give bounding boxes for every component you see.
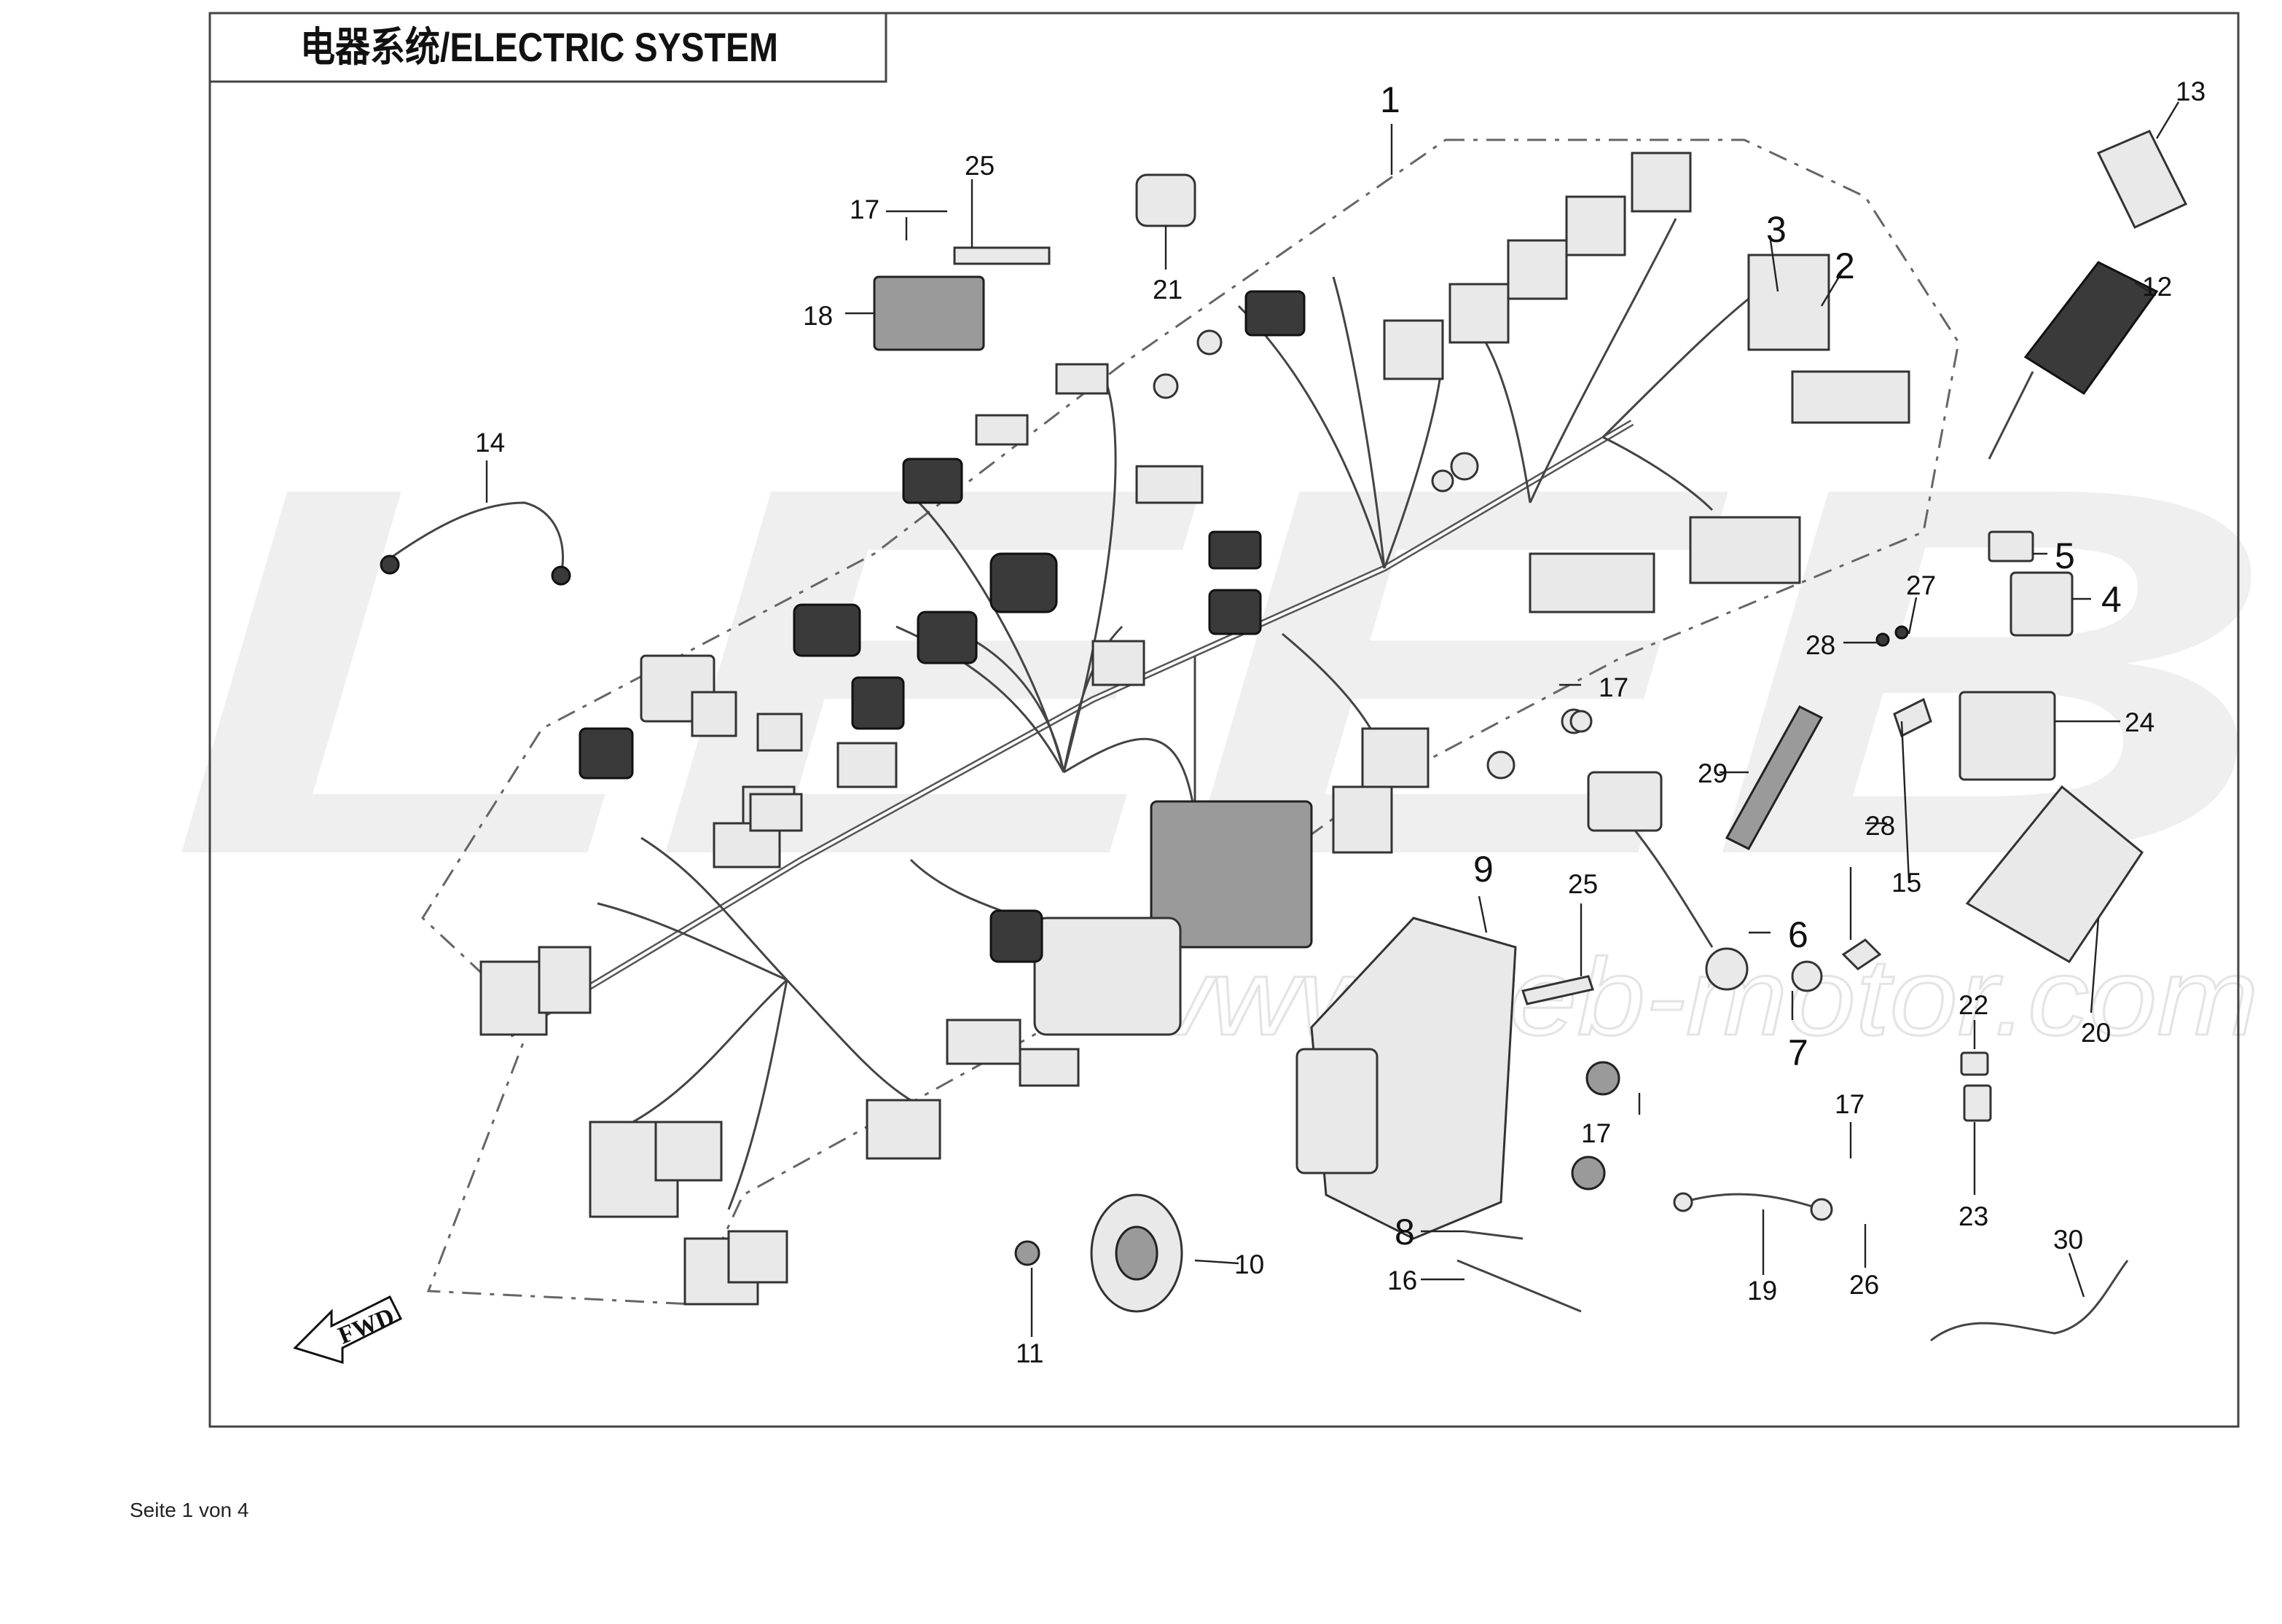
callout-8: 8	[1395, 1212, 1415, 1252]
callout-14: 14	[475, 428, 505, 458]
leader-lines	[485, 101, 2180, 1337]
callout-19: 19	[1747, 1276, 1777, 1306]
diagram-frame	[208, 12, 2240, 1428]
callout-18: 18	[803, 301, 833, 331]
harness-boundary	[421, 138, 1960, 1306]
page-footer: Seite 1 von 4	[130, 1499, 248, 1521]
callout-17b: 17	[1599, 672, 1628, 702]
callout-28a: 28	[1805, 630, 1835, 660]
callout-6: 6	[1788, 914, 1808, 955]
diagram-title: 电器系统/ELECTRIC SYSTEM	[300, 24, 778, 70]
callout-2: 2	[1835, 246, 1855, 286]
callout-23: 23	[1958, 1201, 1988, 1231]
callout-22: 22	[1958, 990, 1988, 1020]
forward-arrow: FWD	[293, 1295, 403, 1365]
callout-20: 20	[2081, 1018, 2111, 1048]
callout-17c: 17	[1835, 1089, 1865, 1119]
callout-26: 26	[1849, 1270, 1879, 1300]
callout-labels: 1 2 3 4 5 6 7 8 9 10 11 12 13 14 15 16 1…	[475, 77, 2205, 1368]
callout-12: 12	[2142, 272, 2172, 302]
callout-27: 27	[1906, 570, 1936, 600]
callout-11: 11	[1016, 1338, 1043, 1368]
callout-17d: 17	[1581, 1118, 1611, 1148]
callout-28b: 28	[1865, 811, 1895, 841]
callout-10: 10	[1234, 1250, 1264, 1279]
callout-4: 4	[2101, 579, 2122, 620]
title-box: 电器系统/ELECTRIC SYSTEM	[208, 12, 887, 83]
callout-21: 21	[1153, 275, 1183, 305]
callout-24: 24	[2125, 707, 2154, 737]
wire-harness	[508, 218, 1779, 1210]
callout-1: 1	[1380, 79, 1400, 120]
standalone-parts	[380, 130, 2188, 1342]
callout-13: 13	[2176, 77, 2205, 106]
callout-16: 16	[1387, 1266, 1417, 1295]
callout-17a: 17	[850, 195, 879, 224]
callout-25a: 25	[965, 151, 995, 181]
callout-30: 30	[2053, 1225, 2083, 1255]
callout-5: 5	[2055, 536, 2075, 576]
harness-connectors	[479, 152, 1910, 1306]
callout-3: 3	[1766, 209, 1787, 250]
callout-29: 29	[1698, 758, 1728, 788]
callout-25b: 25	[1568, 869, 1598, 899]
callout-7: 7	[1788, 1032, 1808, 1073]
callout-9: 9	[1473, 849, 1494, 890]
callout-15: 15	[1891, 868, 1921, 898]
